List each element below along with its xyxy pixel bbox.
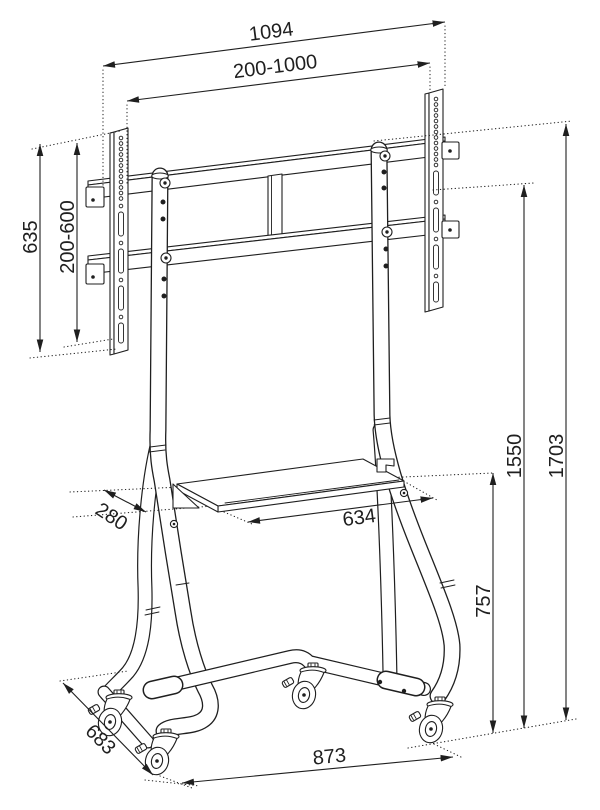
tube-coupler-left [142, 675, 184, 700]
dimension-label-bracket-height: 635 [20, 220, 42, 253]
dimension-overall-width: 1094 [102, 18, 446, 187]
rail-clamp-right-lower [441, 220, 460, 239]
dimension-label-column-height: 1550 [504, 434, 526, 479]
dimension-column-height: 1550 [432, 182, 535, 728]
left-vesa-rail [109, 127, 129, 356]
dimension-label-shelf-depth: 280 [91, 499, 131, 536]
caster-back-center [281, 662, 327, 712]
caster-right [408, 696, 454, 746]
dimension-vesa-height-range: 200-600 [57, 143, 114, 348]
rail-clamp-left-upper [85, 186, 105, 208]
dimension-shelf-height: 757 [473, 473, 497, 733]
dimension-base-width: 873 [159, 743, 464, 789]
shelf-screws [169, 488, 409, 529]
dimension-label-base-width: 873 [312, 745, 347, 770]
tube-coupler-right [376, 670, 426, 697]
shelf-front-projection-line [72, 504, 226, 518]
shelf-bracket-right [376, 458, 395, 473]
left-column-front-leg [149, 167, 219, 740]
shelf [176, 458, 405, 513]
left-column-cap [151, 172, 169, 180]
floor-projection-line [407, 718, 577, 749]
shelf-bracket-left [172, 483, 200, 509]
dimension-label-overall-width: 1094 [248, 18, 295, 45]
dimension-label-shelf-width: 634 [341, 505, 377, 531]
left-rear-leg [99, 438, 165, 702]
rail-clamp-right-upper [441, 141, 460, 160]
tube-joint-marks [144, 417, 456, 616]
upper-crossbar [87, 136, 446, 200]
right-vesa-rail [424, 88, 444, 313]
dimension-overall-height: 1703 [373, 120, 577, 749]
dimension-label-overall-height: 1703 [546, 434, 568, 479]
column-bolt-holes [160, 169, 389, 299]
stand-structure [69, 88, 494, 778]
rail-clamp-left-lower [85, 263, 105, 285]
dimension-label-shelf-height: 757 [473, 584, 495, 617]
dimension-shelf-depth: 280 [91, 489, 147, 536]
dimension-shelf-width: 634 [223, 482, 438, 531]
dimension-bracket-height: 635 [20, 130, 121, 359]
center-connector-plate [267, 173, 283, 243]
base-frame-tube [143, 649, 431, 697]
dimension-label-vesa-height-range: 200-600 [57, 200, 79, 273]
lower-crossbar [87, 214, 446, 275]
